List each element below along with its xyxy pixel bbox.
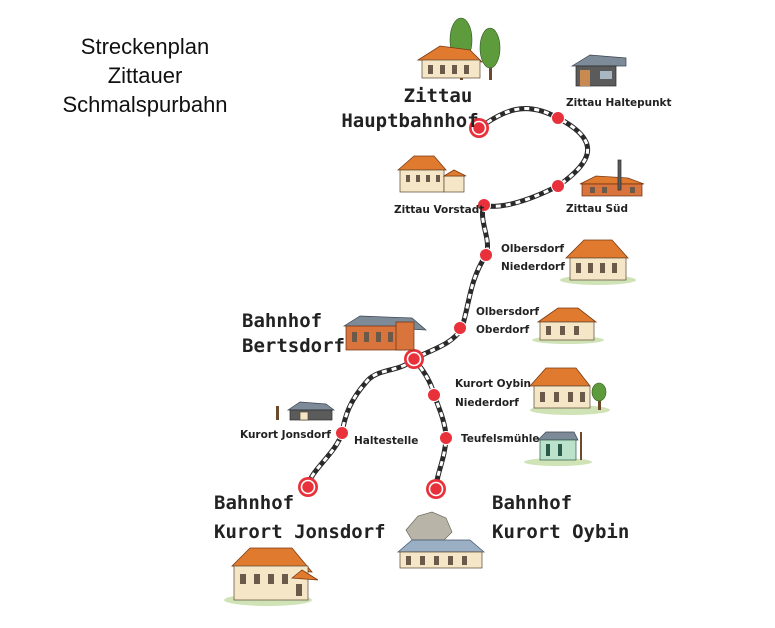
stop-zittau-hauptbahnhof[interactable] bbox=[469, 118, 489, 138]
building-kurort-jonsdorf-haltestelle bbox=[276, 401, 336, 421]
building-kurort-oybin-niederdorf bbox=[529, 367, 610, 415]
station-markers bbox=[298, 111, 565, 499]
stop-olbersdorf-niederdorf[interactable] bbox=[479, 248, 493, 262]
label-kurort-jonsdorf-line2: Kurort Jonsdorf bbox=[214, 521, 386, 543]
label-kurort-oybin-line1: Bahnhof bbox=[492, 492, 572, 514]
building-kurort-oybin bbox=[397, 511, 485, 569]
building-teufelsmuehle bbox=[524, 431, 592, 466]
track-jonsdorf-line bbox=[305, 356, 417, 490]
label-kurort-jonsdorf-haltestelle-a: Kurort Jonsdorf bbox=[240, 429, 331, 441]
label-kurort-jonsdorf-line1: Bahnhof bbox=[214, 492, 294, 514]
label-kurort-jonsdorf-haltestelle-b: Haltestelle bbox=[354, 435, 418, 447]
building-kurort-jonsdorf bbox=[224, 547, 319, 606]
building-olbersdorf-oberdorf bbox=[532, 307, 604, 344]
station-labels: Zittau Hauptbahnhof Zittau Haltepunkt Zi… bbox=[214, 85, 672, 543]
building-olbersdorf-niederdorf bbox=[560, 239, 636, 285]
label-zittau-vorstadt: Zittau Vorstadt bbox=[394, 204, 484, 216]
label-kurort-oybin-niederdorf-line2: Niederdorf bbox=[455, 397, 519, 409]
label-kurort-oybin-niederdorf-line1: Kurort Oybin bbox=[455, 378, 531, 390]
label-zittau-hbf-line1: Zittau bbox=[404, 85, 473, 107]
label-olbersdorf-niederdorf-line1: Olbersdorf bbox=[501, 243, 564, 255]
label-zittau-hbf-line2: Hauptbahnhof bbox=[341, 110, 478, 132]
building-zittau-hauptbahnhof bbox=[416, 17, 501, 80]
track-jonsdorf-line-ties bbox=[306, 357, 416, 488]
track-oybin-line-ties bbox=[412, 358, 448, 490]
title-line-1: Streckenplan bbox=[81, 34, 209, 59]
title-line-2: Zittauer bbox=[108, 63, 183, 88]
label-olbersdorf-oberdorf-line1: Olbersdorf bbox=[476, 306, 539, 318]
stop-zittau-sued[interactable] bbox=[551, 179, 565, 193]
label-zittau-sued: Zittau Süd bbox=[566, 203, 628, 215]
label-olbersdorf-niederdorf-line2: Niederdorf bbox=[501, 261, 565, 273]
label-kurort-oybin-line2: Kurort Oybin bbox=[492, 521, 629, 543]
stop-zittau-vorstadt[interactable] bbox=[477, 198, 491, 212]
stop-zittau-haltepunkt[interactable] bbox=[551, 111, 565, 125]
stop-kurort-jonsdorf[interactable] bbox=[298, 477, 318, 497]
track-oybin-line bbox=[411, 356, 449, 492]
label-bertsdorf-line1: Bahnhof bbox=[242, 310, 322, 332]
label-olbersdorf-oberdorf-line2: Oberdorf bbox=[476, 324, 530, 336]
map-title: Streckenplan Zittauer Schmalspurbahn bbox=[62, 34, 227, 117]
label-teufelsmuehle: Teufelsmühle bbox=[461, 433, 540, 445]
title-line-3: Schmalspurbahn bbox=[62, 92, 227, 117]
label-zittau-haltepunkt: Zittau Haltepunkt bbox=[566, 97, 672, 109]
building-bertsdorf bbox=[342, 315, 428, 351]
station-illustrations bbox=[224, 17, 645, 606]
stop-kurort-oybin-niederdorf[interactable] bbox=[427, 388, 441, 402]
building-zittau-vorstadt bbox=[396, 155, 467, 193]
stop-bertsdorf[interactable] bbox=[404, 349, 424, 369]
stop-olbersdorf-oberdorf[interactable] bbox=[453, 321, 467, 335]
label-bertsdorf-line2: Bertsdorf bbox=[242, 335, 345, 357]
stop-kurort-jonsdorf-haltestelle[interactable] bbox=[335, 426, 349, 440]
stop-kurort-oybin[interactable] bbox=[426, 479, 446, 499]
stop-teufelsmuehle[interactable] bbox=[439, 431, 453, 445]
building-zittau-sued bbox=[579, 159, 645, 197]
building-zittau-haltepunkt bbox=[570, 54, 627, 87]
